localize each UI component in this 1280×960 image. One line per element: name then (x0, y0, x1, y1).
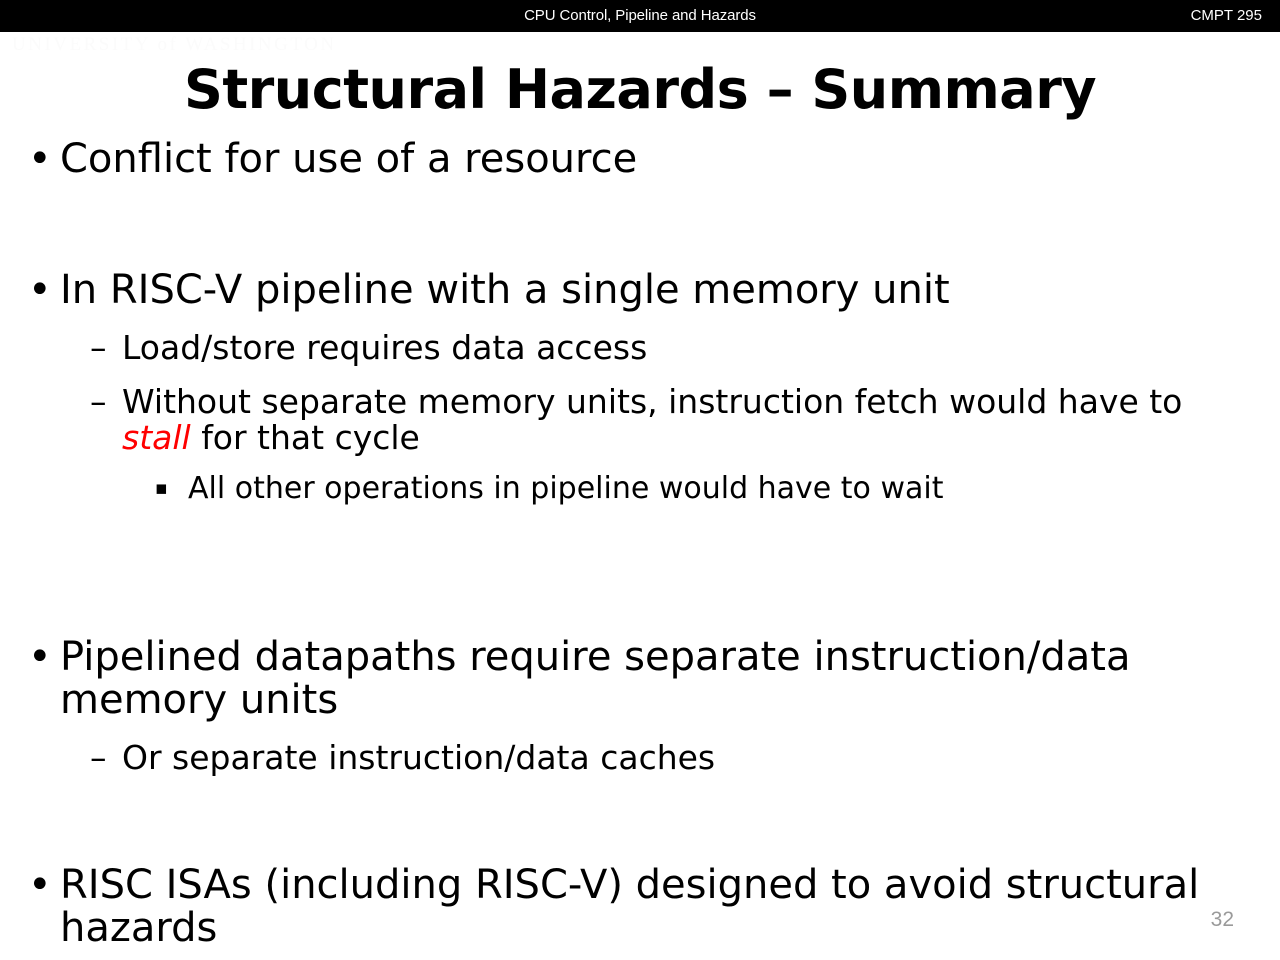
subbullet-text-pre: Without separate memory units, instructi… (122, 382, 1183, 421)
subsubbullet-all-other-operations-wait: ▪ All other operations in pipeline would… (0, 473, 1280, 505)
bullet-marker-level1-icon: • (28, 633, 52, 680)
bullet-marker-level2-icon: – (90, 738, 107, 778)
bullet-risc-isas-avoid-structural-hazards: • RISC ISAs (including RISC-V) designed … (0, 861, 1280, 951)
bullet-marker-level2-icon: – (90, 328, 107, 368)
slide-body: • Conflict for use of a resource • In RI… (0, 136, 1280, 960)
spacer (0, 594, 1280, 636)
bullet-pipelined-datapaths-separate-memory: • Pipelined datapaths require separate i… (0, 633, 1280, 723)
bullet-text: RISC ISAs (including RISC-V) designed to… (60, 861, 1200, 951)
bullet-marker-level1-icon: • (28, 861, 52, 908)
header-course-topic: CPU Control, Pipeline and Hazards (524, 7, 756, 24)
bullet-marker-level3-icon: ▪ (155, 477, 168, 500)
spacer (0, 776, 1280, 864)
subbullet-text: Or separate instruction/data caches (122, 738, 716, 778)
slide-title: Structural Hazards – Summary (183, 58, 1097, 121)
emphasis-stall: stall (122, 417, 191, 457)
header-bar: CPU Control, Pipeline and Hazards CMPT 2… (0, 0, 1280, 32)
spacer (0, 181, 1280, 269)
bullet-riscv-single-memory: • In RISC-V pipeline with a single memor… (0, 267, 1280, 314)
bullet-text: Pipelined datapaths require separate ins… (60, 633, 1131, 723)
bullet-text: Conflict for use of a resource (60, 136, 638, 182)
bullet-marker-level1-icon: • (28, 136, 52, 182)
bullet-text: In RISC-V pipeline with a single memory … (60, 267, 950, 314)
bullet-marker-level1-icon: • (28, 267, 52, 314)
subbullet-load-store-data-access: – Load/store requires data access (0, 330, 1280, 366)
subbullet-text-post: for that cycle (190, 417, 420, 457)
bullet-conflict-resource: • Conflict for use of a resource (0, 136, 1280, 182)
bullet-marker-level2-icon: – (90, 382, 107, 421)
subsubbullet-text: All other operations in pipeline would h… (188, 471, 944, 507)
page-number: 32 (1210, 908, 1234, 931)
subbullet-separate-caches: – Or separate instruction/data caches (0, 740, 1280, 776)
subbullet-without-separate-memory-units: – Without separate memory units, instruc… (0, 384, 1280, 455)
subbullet-text: Load/store requires data access (122, 328, 648, 368)
spacer (0, 950, 1280, 960)
university-watermark: UNIVERSITY of WASHINGTON (12, 34, 337, 55)
header-course-code: CMPT 295 (1190, 7, 1262, 24)
spacer (0, 506, 1280, 594)
